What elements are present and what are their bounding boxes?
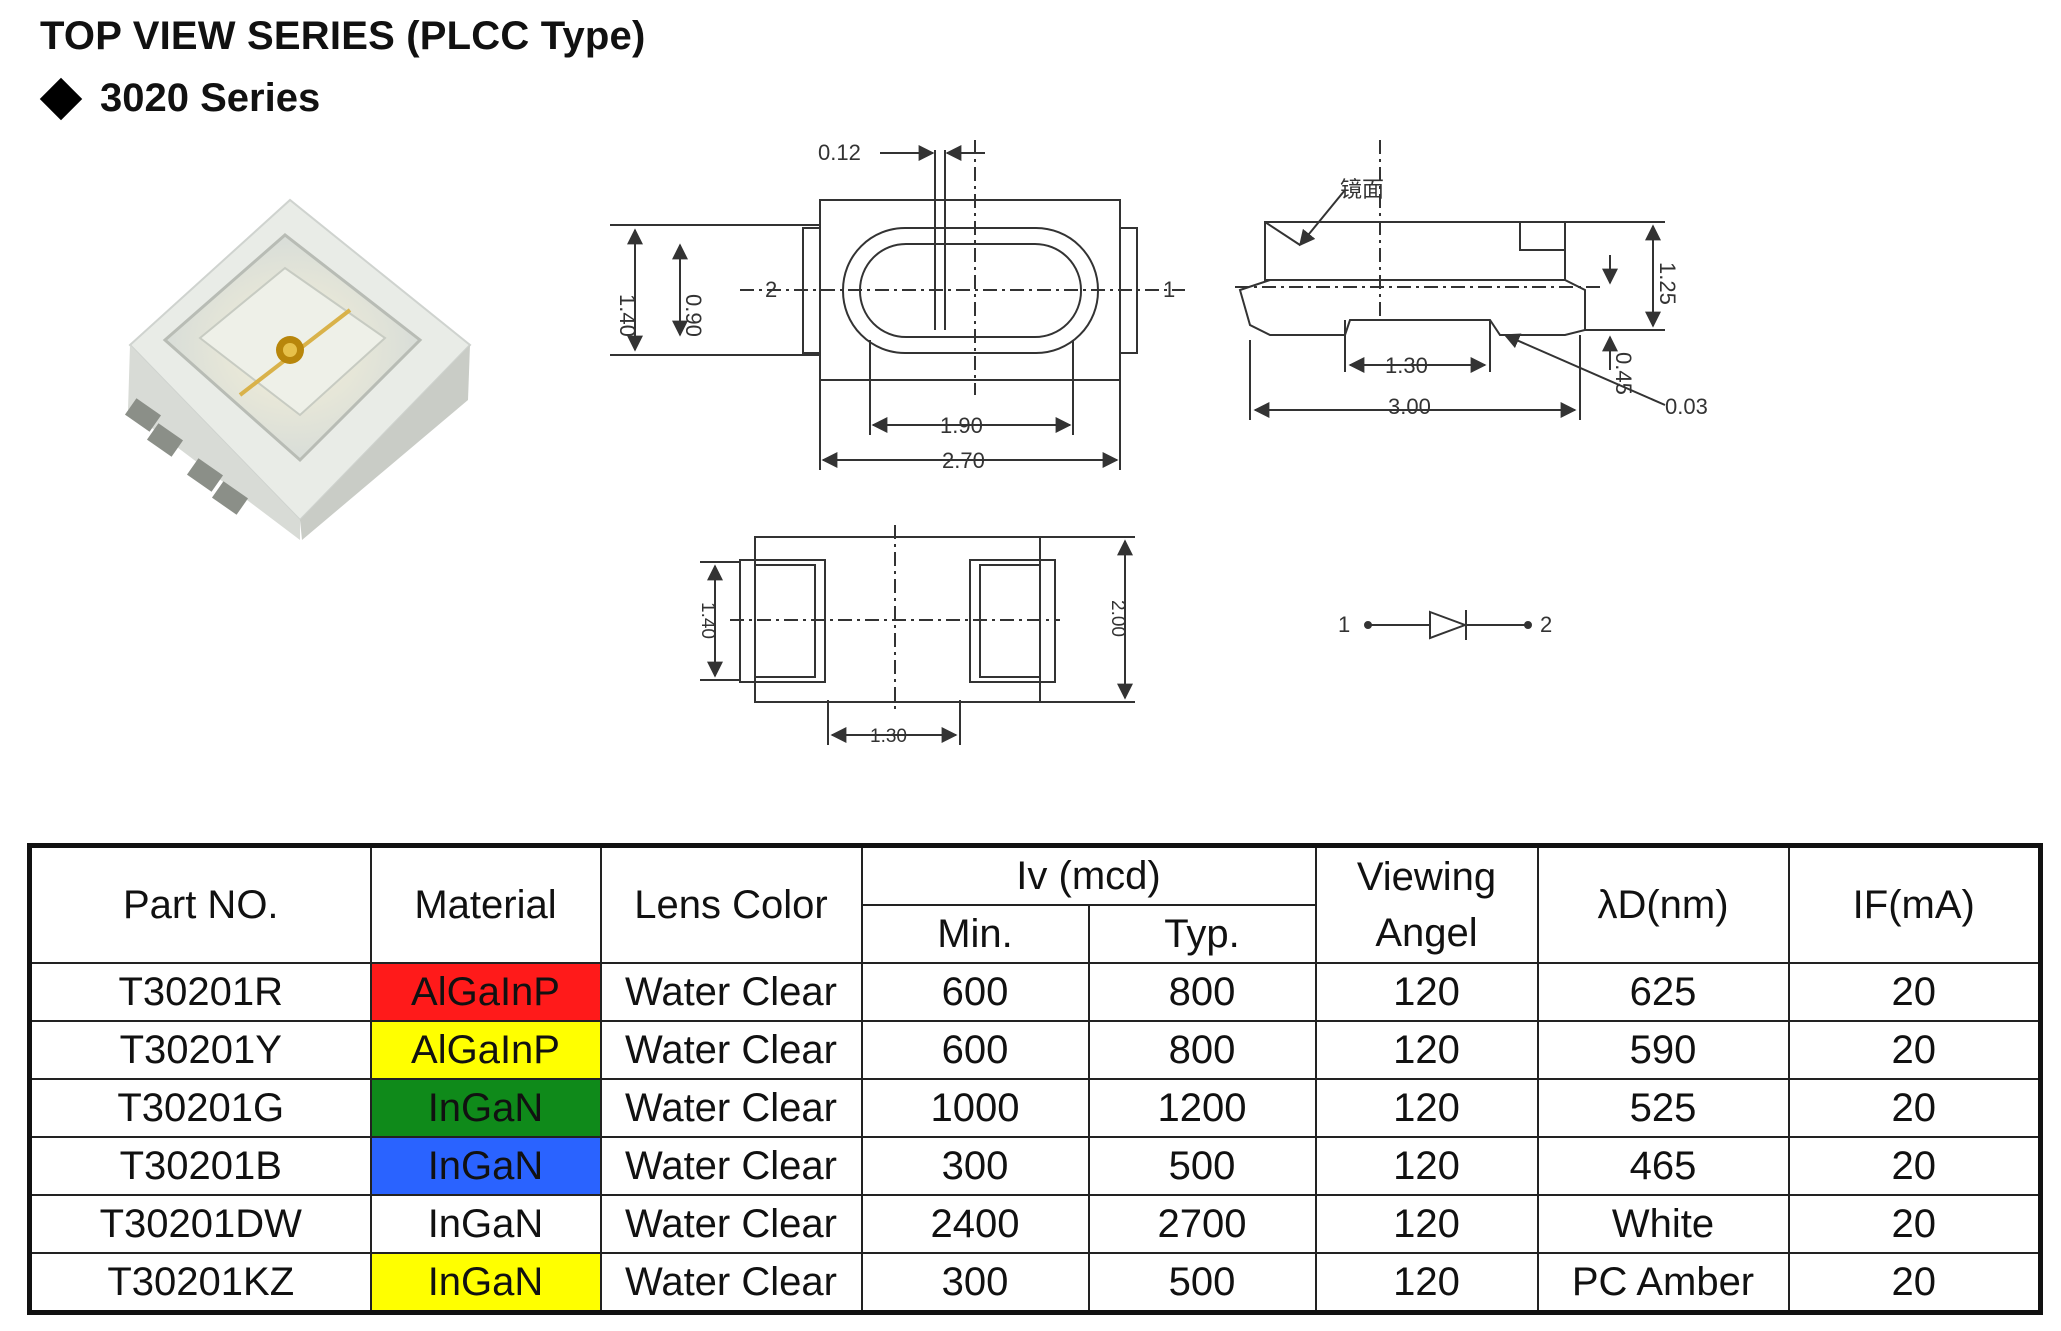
schematic-pin-1: 1 [1338,612,1350,637]
top-view-drawing [610,140,1185,470]
cell-if: 20 [1787,1078,2042,1138]
cell-material: AlGaInP [369,962,602,1022]
cell-wavelength: 525 [1536,1078,1790,1138]
dim-0-12: 0.12 [818,140,861,165]
cell-if: 20 [1787,1020,2042,1080]
cell-angle: 120 [1314,1252,1539,1314]
led-product-image [124,198,472,540]
header-iv-typ: Typ. [1087,904,1317,964]
cell-if: 20 [1787,962,2042,1022]
diode-symbol-icon [1364,610,1532,640]
cell-typ: 800 [1087,1020,1317,1080]
pin-label-2: 2 [765,277,777,302]
header-iv: Iv (mcd) [860,844,1317,906]
cell-wavelength: 590 [1536,1020,1790,1080]
cell-angle: 120 [1314,1078,1539,1138]
cell-min: 600 [860,1020,1090,1080]
header-if: IF(mA) [1787,844,2042,964]
mirror-label: 镜面 [1340,178,1384,203]
cell-lens: Water Clear [599,1194,863,1254]
cell-part: T30201DW [28,1194,372,1254]
cell-angle: 120 [1314,1136,1539,1196]
cell-typ: 2700 [1087,1194,1317,1254]
cell-part: T30201R [28,962,372,1022]
dim-0-90: 0.90 [681,294,706,337]
header-lens-color: Lens Color [599,844,863,964]
header-part-no: Part NO. [28,844,372,964]
dim-1-30-side: 1.30 [1385,353,1428,378]
cell-angle: 120 [1314,1194,1539,1254]
cell-if: 20 [1787,1194,2042,1254]
dim-3-00: 3.00 [1388,394,1431,419]
page-title: TOP VIEW SERIES (PLCC Type) [40,14,646,58]
cell-wavelength: White [1536,1194,1790,1254]
cell-typ: 1200 [1087,1078,1317,1138]
series-heading: 3020 Series [39,76,321,121]
cell-if: 20 [1787,1252,2042,1314]
table-row: T30201KZ InGaN Water Clear 300 500 120 P… [28,1252,2042,1314]
cell-material: InGaN [369,1194,602,1254]
dim-0-03: 0.03 [1665,394,1708,419]
dim-0-45: 0.45 [1611,352,1636,395]
header-wavelength: λD(nm) [1536,844,1790,964]
cell-min: 300 [860,1252,1090,1314]
cell-part: T30201Y [28,1020,372,1080]
dim-2-00: 2.00 [1107,600,1128,637]
dim-1-90: 1.90 [940,413,983,438]
cell-material: AlGaInP [369,1020,602,1080]
table-row: T30201G InGaN Water Clear 1000 1200 120 … [28,1078,2042,1138]
spec-table: Part NO. Material Lens Color Iv (mcd) Vi… [27,843,2043,1315]
cell-typ: 500 [1087,1136,1317,1196]
cell-angle: 120 [1314,962,1539,1022]
cell-min: 2400 [860,1194,1090,1254]
header-viewing-line2: Angel [1375,911,1478,955]
dim-2-70: 2.70 [942,448,985,473]
cell-min: 600 [860,962,1090,1022]
dim-1-25: 1.25 [1655,262,1680,305]
drawing-area: 0.12 1.40 0.90 2 1 1.90 2.70 镜面 1.25 1.3… [124,140,1708,747]
cell-wavelength: 625 [1536,962,1790,1022]
cell-part: T30201KZ [28,1252,372,1314]
cell-material: InGaN [369,1252,602,1314]
pin-label-1: 1 [1163,277,1175,302]
dim-1-40-bottom: 1.40 [697,602,718,639]
table-row: T30201B InGaN Water Clear 300 500 120 46… [28,1136,2042,1196]
cell-typ: 800 [1087,962,1317,1022]
schematic-pin-2: 2 [1540,612,1552,637]
dim-1-30-bottom: 1.30 [870,726,907,747]
dim-1-40: 1.40 [615,294,640,337]
header-viewing-angle: Viewing Angel [1314,844,1539,964]
table-row: T30201R AlGaInP Water Clear 600 800 120 … [28,962,2042,1022]
cell-min: 1000 [860,1078,1090,1138]
cell-wavelength: PC Amber [1536,1252,1790,1314]
header-material: Material [369,844,602,964]
cell-material: InGaN [369,1078,602,1138]
header-viewing-line1: Viewing [1356,855,1497,899]
table-row: T30201DW InGaN Water Clear 2400 2700 120… [28,1194,2042,1254]
side-view-drawing [1235,140,1666,420]
cell-lens: Water Clear [599,962,863,1022]
cell-typ: 500 [1087,1252,1317,1314]
cell-part: T30201G [28,1078,372,1138]
cell-part: T30201B [28,1136,372,1196]
cell-lens: Water Clear [599,1252,863,1314]
cell-min: 300 [860,1136,1090,1196]
header-iv-min: Min. [860,904,1090,964]
cell-lens: Water Clear [599,1078,863,1138]
cell-wavelength: 465 [1536,1136,1790,1196]
cell-material: InGaN [369,1136,602,1196]
cell-lens: Water Clear [599,1136,863,1196]
bottom-view-drawing [700,525,1135,745]
series-label: 3020 Series [100,76,321,120]
table-row: T30201Y AlGaInP Water Clear 600 800 120 … [28,1020,2042,1080]
cell-if: 20 [1787,1136,2042,1196]
cell-angle: 120 [1314,1020,1539,1080]
cell-lens: Water Clear [599,1020,863,1080]
